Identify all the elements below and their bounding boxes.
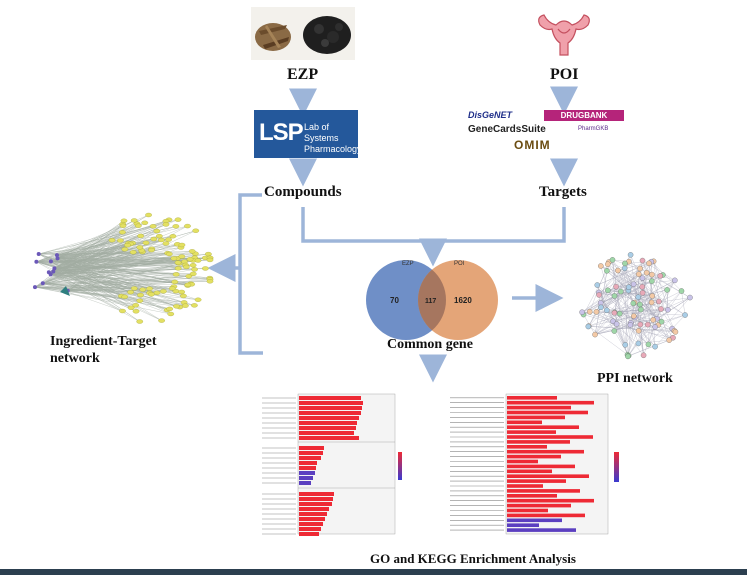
venn-left-count: 70 — [390, 296, 399, 305]
venn-right-label: POI — [454, 261, 465, 267]
targets-label: Targets — [539, 184, 587, 200]
genecards-logo: GeneCardsSuite — [468, 124, 546, 135]
enrichment-label: GO and KEGG Enrichment Analysis — [370, 551, 576, 566]
pharmgkb-logo: PharmGKB — [578, 126, 609, 132]
lsp-logo: LSP Lab of Systems Pharmacology — [254, 110, 362, 158]
omim-logo: OMIM — [514, 138, 551, 152]
ppi-network-graph — [579, 252, 693, 360]
venn-right-count: 1620 — [454, 296, 472, 305]
venn-diagram: EZP POI 70 117 1620 — [366, 260, 498, 340]
ingredient-target-network-graph — [32, 212, 214, 324]
ingredient-target-network-label: Ingredient-Target network — [50, 334, 157, 366]
disgenet-logo: DisGeNET — [468, 110, 513, 120]
lsp-line1: Lab of Systems — [304, 122, 339, 143]
venn-overlap — [417, 269, 447, 331]
ppi-network-label: PPI network — [597, 371, 673, 386]
drugbank-logo: DRUGBANK — [544, 110, 624, 121]
common-gene-label: Common gene — [387, 337, 473, 352]
poi-label: POI — [550, 66, 579, 83]
bottom-bar — [0, 569, 747, 575]
database-logos: DisGeNET DRUGBANK GeneCardsSuite PharmGK… — [466, 110, 626, 156]
go-enrichment-chart — [262, 393, 402, 536]
ezp-label: EZP — [287, 66, 319, 83]
venn-overlap-count: 117 — [425, 298, 436, 305]
uterus-icon — [538, 14, 590, 56]
lsp-line2: Pharmacology — [304, 144, 362, 154]
herb-photos — [251, 7, 355, 60]
venn-left-label: EZP — [402, 261, 414, 267]
kegg-enrichment-chart — [450, 393, 619, 535]
lsp-mark: LSP — [259, 119, 304, 146]
compounds-label: Compounds — [264, 184, 342, 200]
